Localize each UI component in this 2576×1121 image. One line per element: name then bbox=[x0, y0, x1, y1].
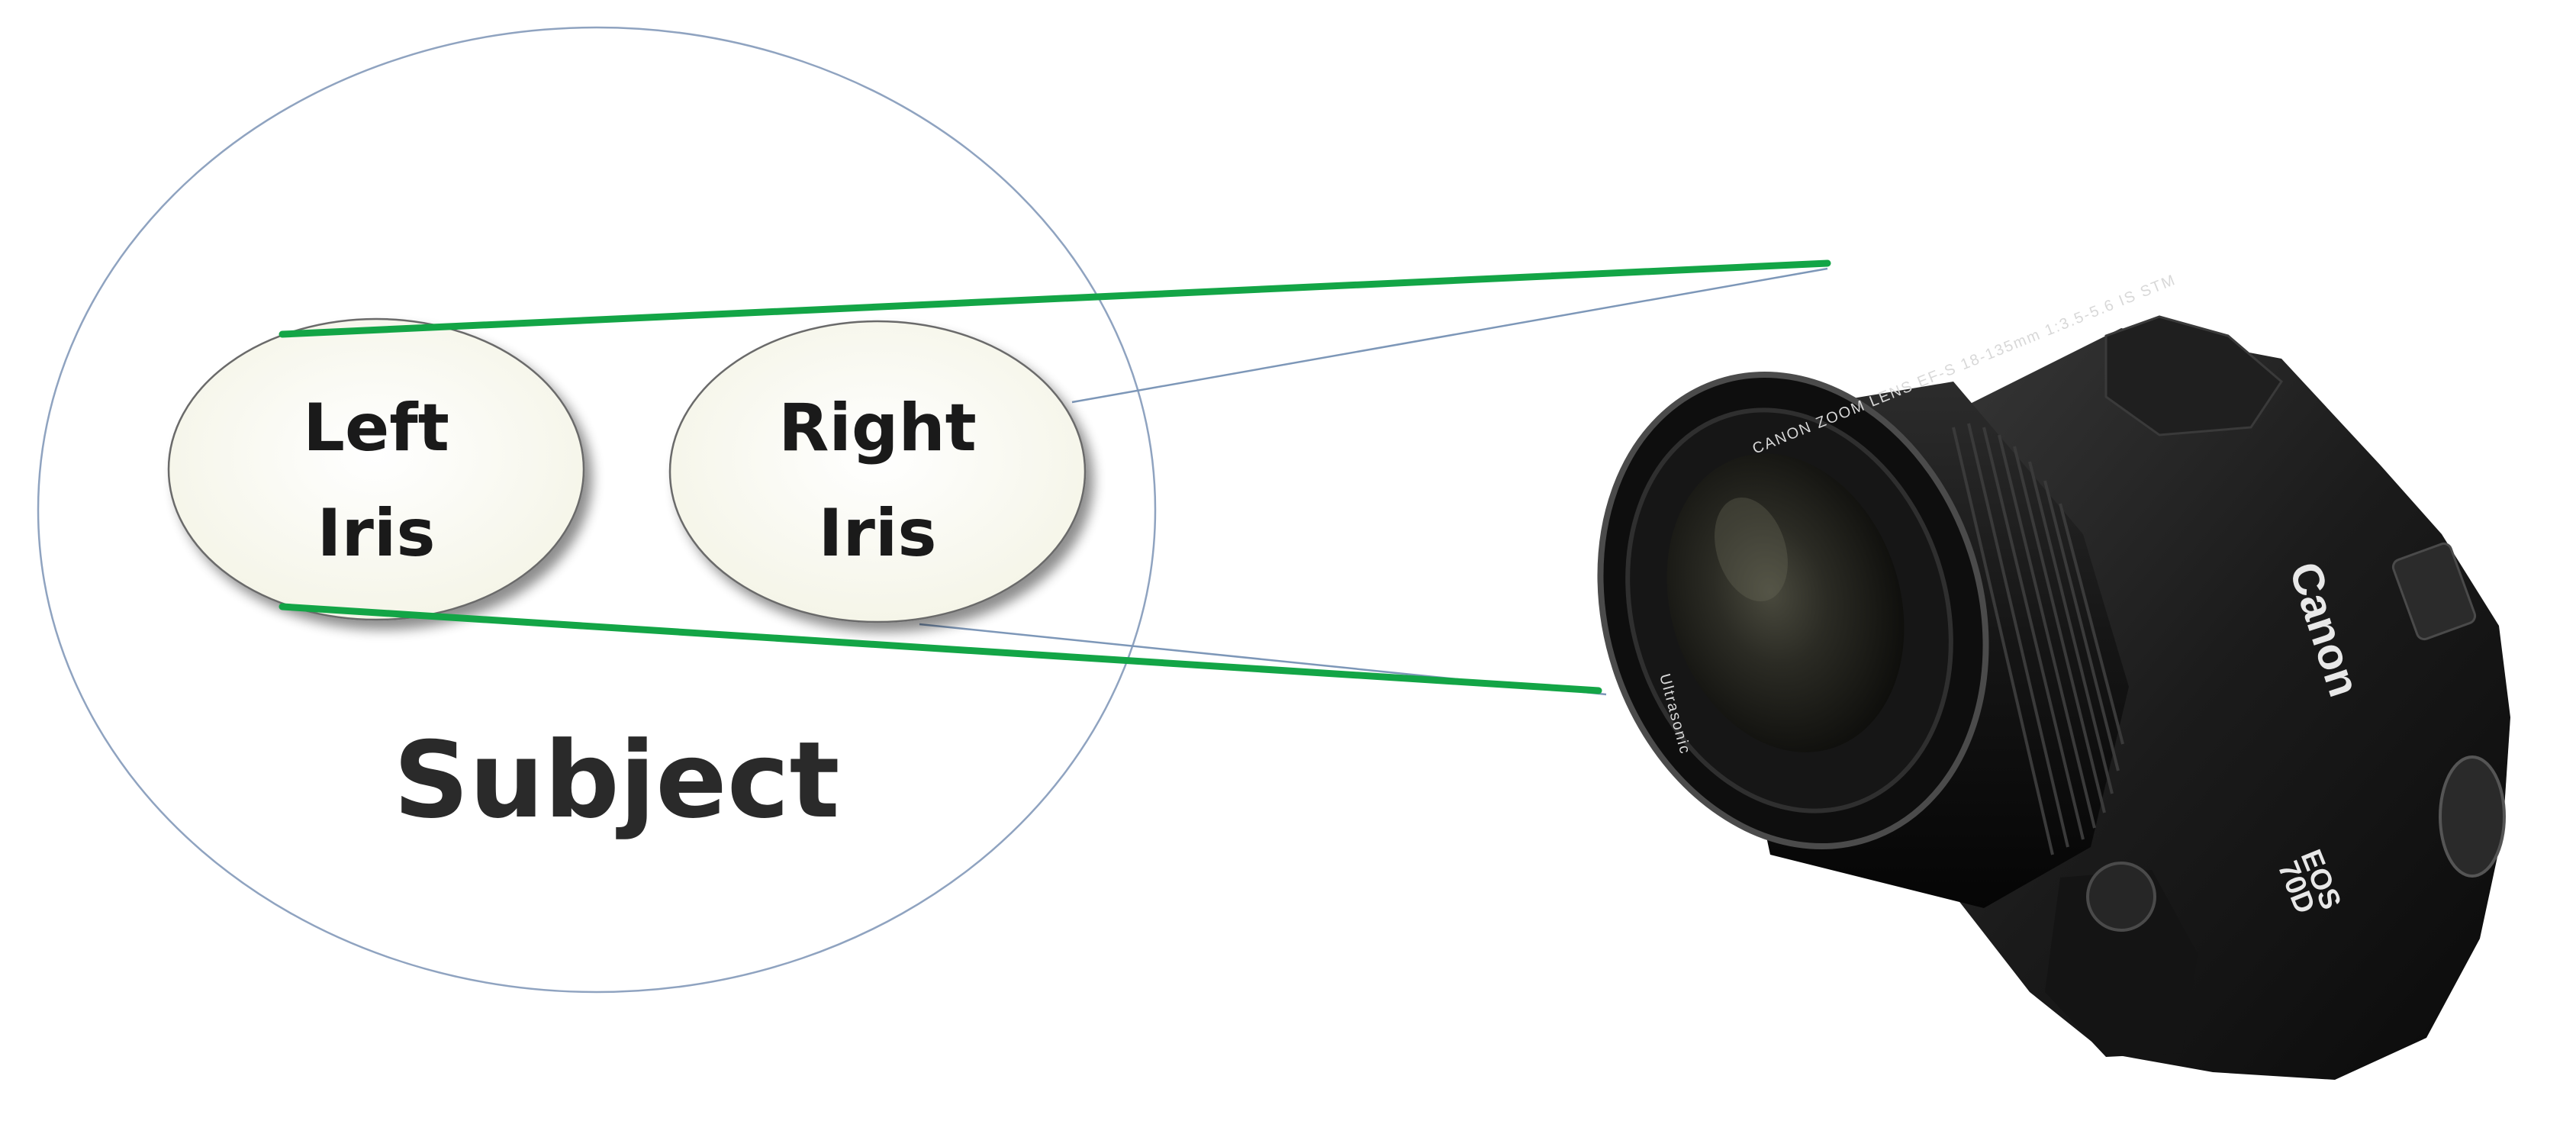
subject-outline bbox=[37, 26, 1157, 994]
camera-illustration: Canon EOS 70D CANON ZOOM LENS EF-S 18-13… bbox=[1597, 272, 2510, 1080]
view-line-top bbox=[279, 259, 1831, 338]
shutter-button bbox=[2086, 862, 2156, 932]
left-iris-label-line2: Iris bbox=[317, 495, 435, 572]
camera-grip bbox=[2045, 870, 2198, 1057]
right-iris bbox=[668, 320, 1087, 623]
view-line-bottom bbox=[279, 603, 1602, 694]
subject-label: Subject bbox=[393, 719, 839, 842]
right-iris-top-projection-line bbox=[1071, 267, 1828, 404]
lens-reflection bbox=[1715, 497, 1788, 602]
right-iris-label-line1: Right bbox=[778, 390, 977, 466]
hot-shoe bbox=[2391, 542, 2477, 641]
left-iris-label-line1: Left bbox=[303, 390, 449, 466]
mode-dial bbox=[2439, 755, 2506, 878]
camera-prism bbox=[2104, 315, 2283, 436]
lens-glass bbox=[1666, 453, 1905, 752]
zoom-ring bbox=[1952, 423, 2124, 855]
right-iris-label-line2: Iris bbox=[818, 495, 936, 572]
left-iris bbox=[167, 317, 585, 621]
